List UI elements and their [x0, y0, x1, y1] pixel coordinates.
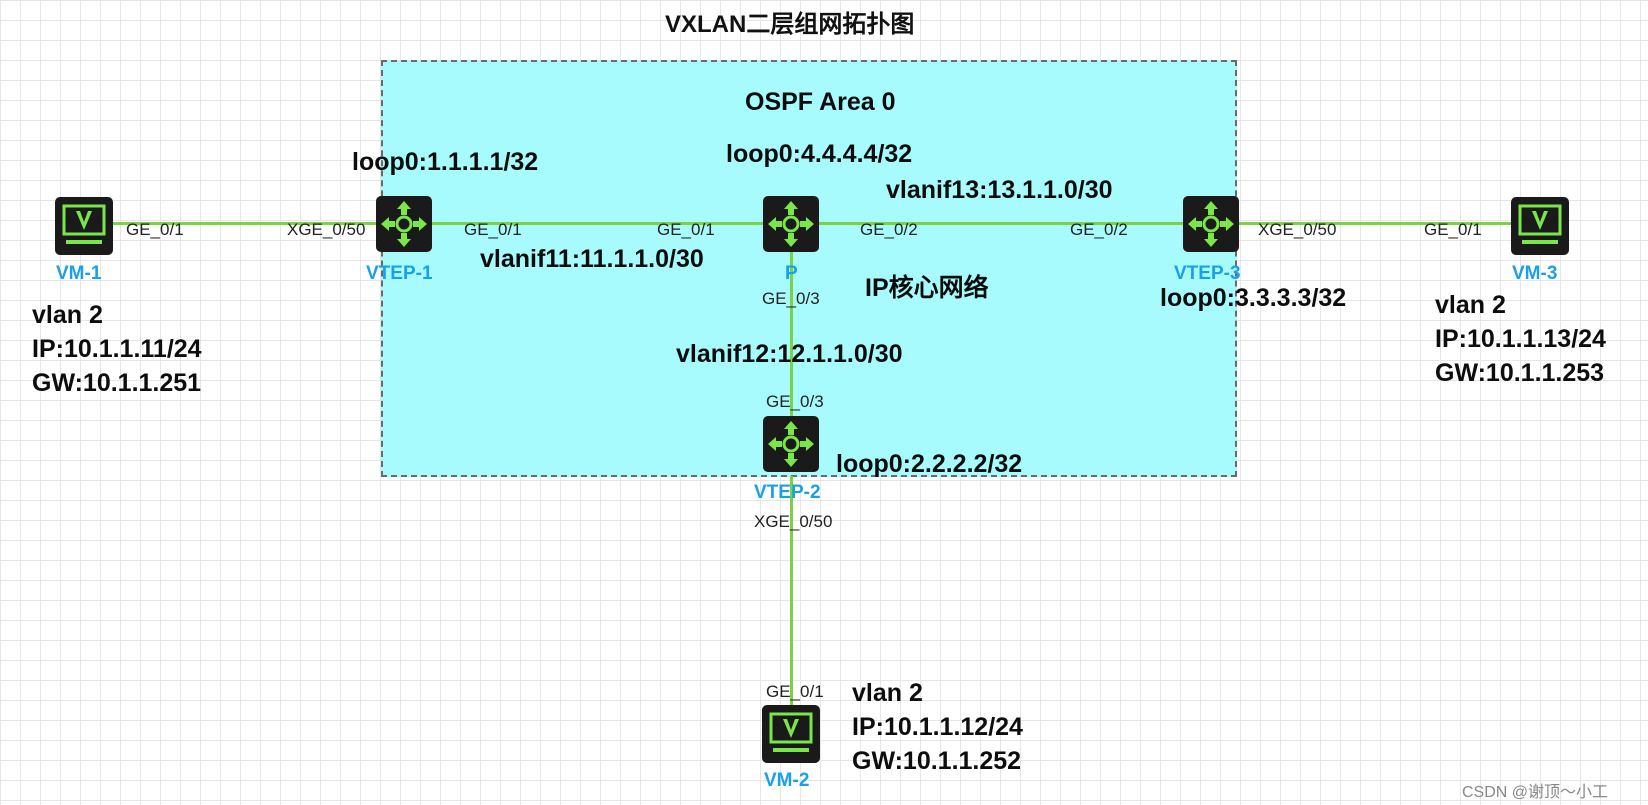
diagram-title: VXLAN二层组网拓扑图	[665, 11, 915, 38]
vtep1-name: VTEP-1	[366, 263, 433, 284]
vtep2-name: VTEP-2	[754, 482, 821, 503]
vm2-info: vlan 2 IP:10.1.1.12/24 GW:10.1.1.252	[852, 676, 1023, 778]
vm1-info: vlan 2 IP:10.1.1.11/24 GW:10.1.1.251	[32, 298, 202, 400]
link-vtep3-vm3	[1210, 222, 1540, 225]
vm3-info: vlan 2 IP:10.1.1.13/24 GW:10.1.1.253	[1435, 288, 1606, 390]
port-label: GE_0/1	[657, 220, 715, 239]
port-label: GE_0/3	[762, 289, 820, 308]
link-p-vtep3	[792, 222, 1210, 225]
vtep3-loopback-label: loop0:3.3.3.3/32	[1160, 284, 1347, 312]
link-vtep2-vm2	[790, 476, 793, 736]
port-label: GE_0/3	[766, 392, 824, 411]
vm3-ip: IP:10.1.1.13/24	[1435, 325, 1606, 353]
vm3-name: VM-3	[1512, 263, 1558, 284]
port-label: GE_0/1	[766, 682, 824, 701]
port-label: GE_0/1	[1424, 220, 1482, 239]
vm2-ip: IP:10.1.1.12/24	[852, 713, 1023, 741]
vm2-vlan: vlan 2	[852, 679, 923, 707]
router-icon[interactable]	[762, 195, 820, 253]
vlanif11-label: vlanif11:11.1.1.0/30	[480, 245, 704, 273]
vm1-ip: IP:10.1.1.11/24	[32, 335, 202, 363]
port-label: XGE_0/50	[754, 512, 833, 531]
switch-icon[interactable]	[762, 415, 820, 473]
vlanif13-label: vlanif13:13.1.1.0/30	[886, 176, 1113, 204]
switch-icon[interactable]	[375, 195, 433, 253]
vm2-gw: GW:10.1.1.252	[852, 747, 1022, 775]
port-label: GE_0/1	[464, 220, 522, 239]
monitor-icon[interactable]	[1510, 196, 1570, 256]
vlanif12-label: vlanif12:12.1.1.0/30	[676, 340, 903, 368]
vm1-gw: GW:10.1.1.251	[32, 369, 202, 397]
p-name: P	[785, 263, 798, 284]
port-label: XGE_0/50	[287, 220, 366, 239]
vtep2-loopback-label: loop0:2.2.2.2/32	[836, 450, 1023, 478]
vm1-name: VM-1	[56, 263, 102, 284]
port-label: XGE_0/50	[1258, 220, 1337, 239]
switch-icon[interactable]	[1182, 195, 1240, 253]
vm2-name: VM-2	[764, 770, 810, 791]
vtep1-loopback-label: loop0:1.1.1.1/32	[352, 148, 539, 176]
ospf-area-label: OSPF Area 0	[745, 88, 896, 116]
port-label: GE_0/2	[1070, 220, 1128, 239]
vtep3-name: VTEP-3	[1174, 263, 1241, 284]
p-loopback-label: loop0:4.4.4.4/32	[726, 140, 913, 168]
vm3-gw: GW:10.1.1.253	[1435, 359, 1605, 387]
ospf-area-box	[381, 60, 1237, 477]
port-label: GE_0/2	[860, 220, 918, 239]
link-p-vtep2	[790, 228, 793, 444]
link-vm1-vtep1	[84, 222, 404, 225]
monitor-icon[interactable]	[761, 704, 821, 764]
vm1-vlan: vlan 2	[32, 301, 103, 329]
watermark: CSDN @谢顶～小工	[1462, 784, 1609, 801]
ip-core-label: IP核心网络	[865, 274, 989, 302]
port-label: GE_0/1	[126, 220, 184, 239]
vm3-vlan: vlan 2	[1435, 291, 1506, 319]
link-vtep1-p	[404, 222, 792, 225]
monitor-icon[interactable]	[54, 196, 114, 256]
